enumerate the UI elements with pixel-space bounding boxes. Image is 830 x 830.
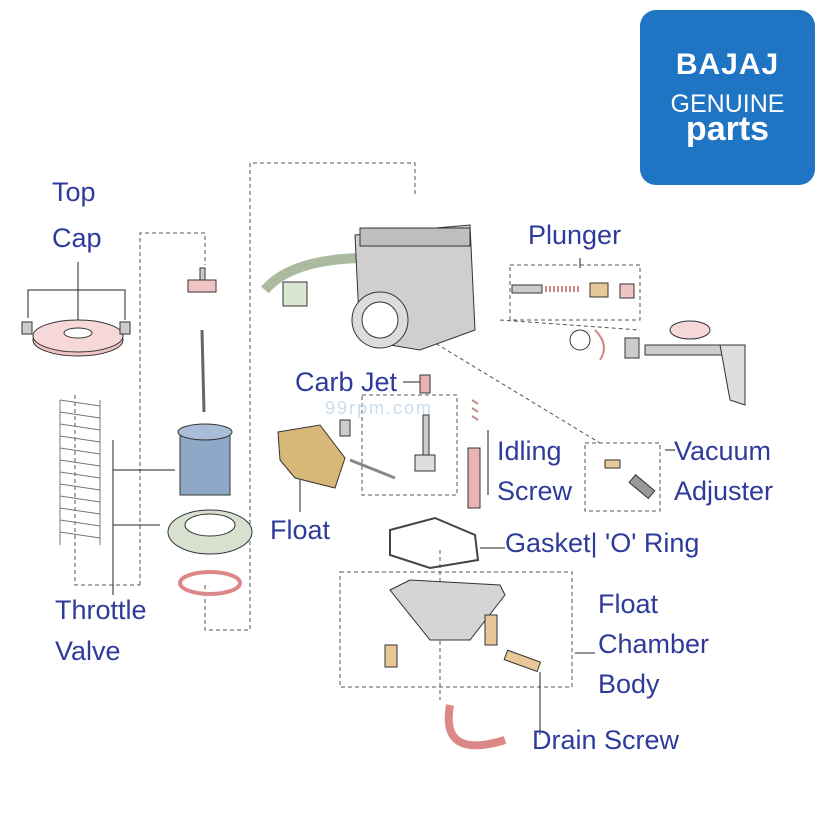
- float-chamber-part: [384, 579, 542, 673]
- label-vacuum-adjuster-line2: Adjuster: [674, 476, 774, 506]
- label-throttle-valve-line1: Throttle: [55, 595, 147, 625]
- plunger-parts: [511, 282, 635, 299]
- label-float: Float: [270, 515, 331, 545]
- bajaj-genuine-parts-logo: BAJAJ GENUINE parts: [640, 10, 815, 185]
- label-idling-screw-line2: Screw: [497, 476, 573, 506]
- label-float-chamber-body-line3: Body: [598, 669, 660, 699]
- label-drain-screw: Drain Screw: [532, 725, 680, 755]
- label-vacuum-adjuster-line1: Vacuum: [674, 436, 772, 466]
- idling-screw-part: [467, 399, 481, 509]
- hose-part: [261, 253, 361, 307]
- label-idling-screw-line1: Idling: [497, 436, 562, 466]
- label-plunger: Plunger: [528, 220, 622, 250]
- label-gasket-o-ring: Gasket| 'O' Ring: [505, 528, 700, 558]
- watermark: 99rpm.com: [325, 398, 434, 418]
- throttle-slide-part: [177, 423, 233, 496]
- top-cap-part: [21, 319, 131, 357]
- label-float-chamber-body-line2: Chamber: [598, 629, 710, 659]
- logo-parts: parts: [685, 110, 770, 148]
- dashed-outlines: [74, 162, 661, 700]
- logo-brand: BAJAJ: [675, 48, 780, 81]
- float-part: [277, 419, 396, 489]
- throttle-spring-part: [59, 399, 101, 545]
- logo-genuine: GENUINE: [670, 90, 785, 118]
- throttle-lever-part: [569, 320, 746, 406]
- gasket-part: [389, 516, 480, 570]
- carb-jet-parts: [414, 374, 436, 472]
- label-top-cap-line1: Top: [52, 177, 96, 207]
- diaphragm-part: [167, 509, 253, 596]
- drain-tube-part: [444, 704, 507, 750]
- label-carb-jet: Carb Jet: [295, 367, 398, 397]
- label-float-chamber-body-line1: Float: [598, 589, 659, 619]
- leader-lines: [27, 258, 675, 735]
- vacuum-adjuster-part: [604, 459, 656, 500]
- carburetor-body-part: [351, 224, 476, 351]
- label-top-cap-line2: Cap: [52, 223, 102, 253]
- label-throttle-valve-line2: Valve: [55, 636, 121, 666]
- jet-needle-part: [187, 267, 217, 413]
